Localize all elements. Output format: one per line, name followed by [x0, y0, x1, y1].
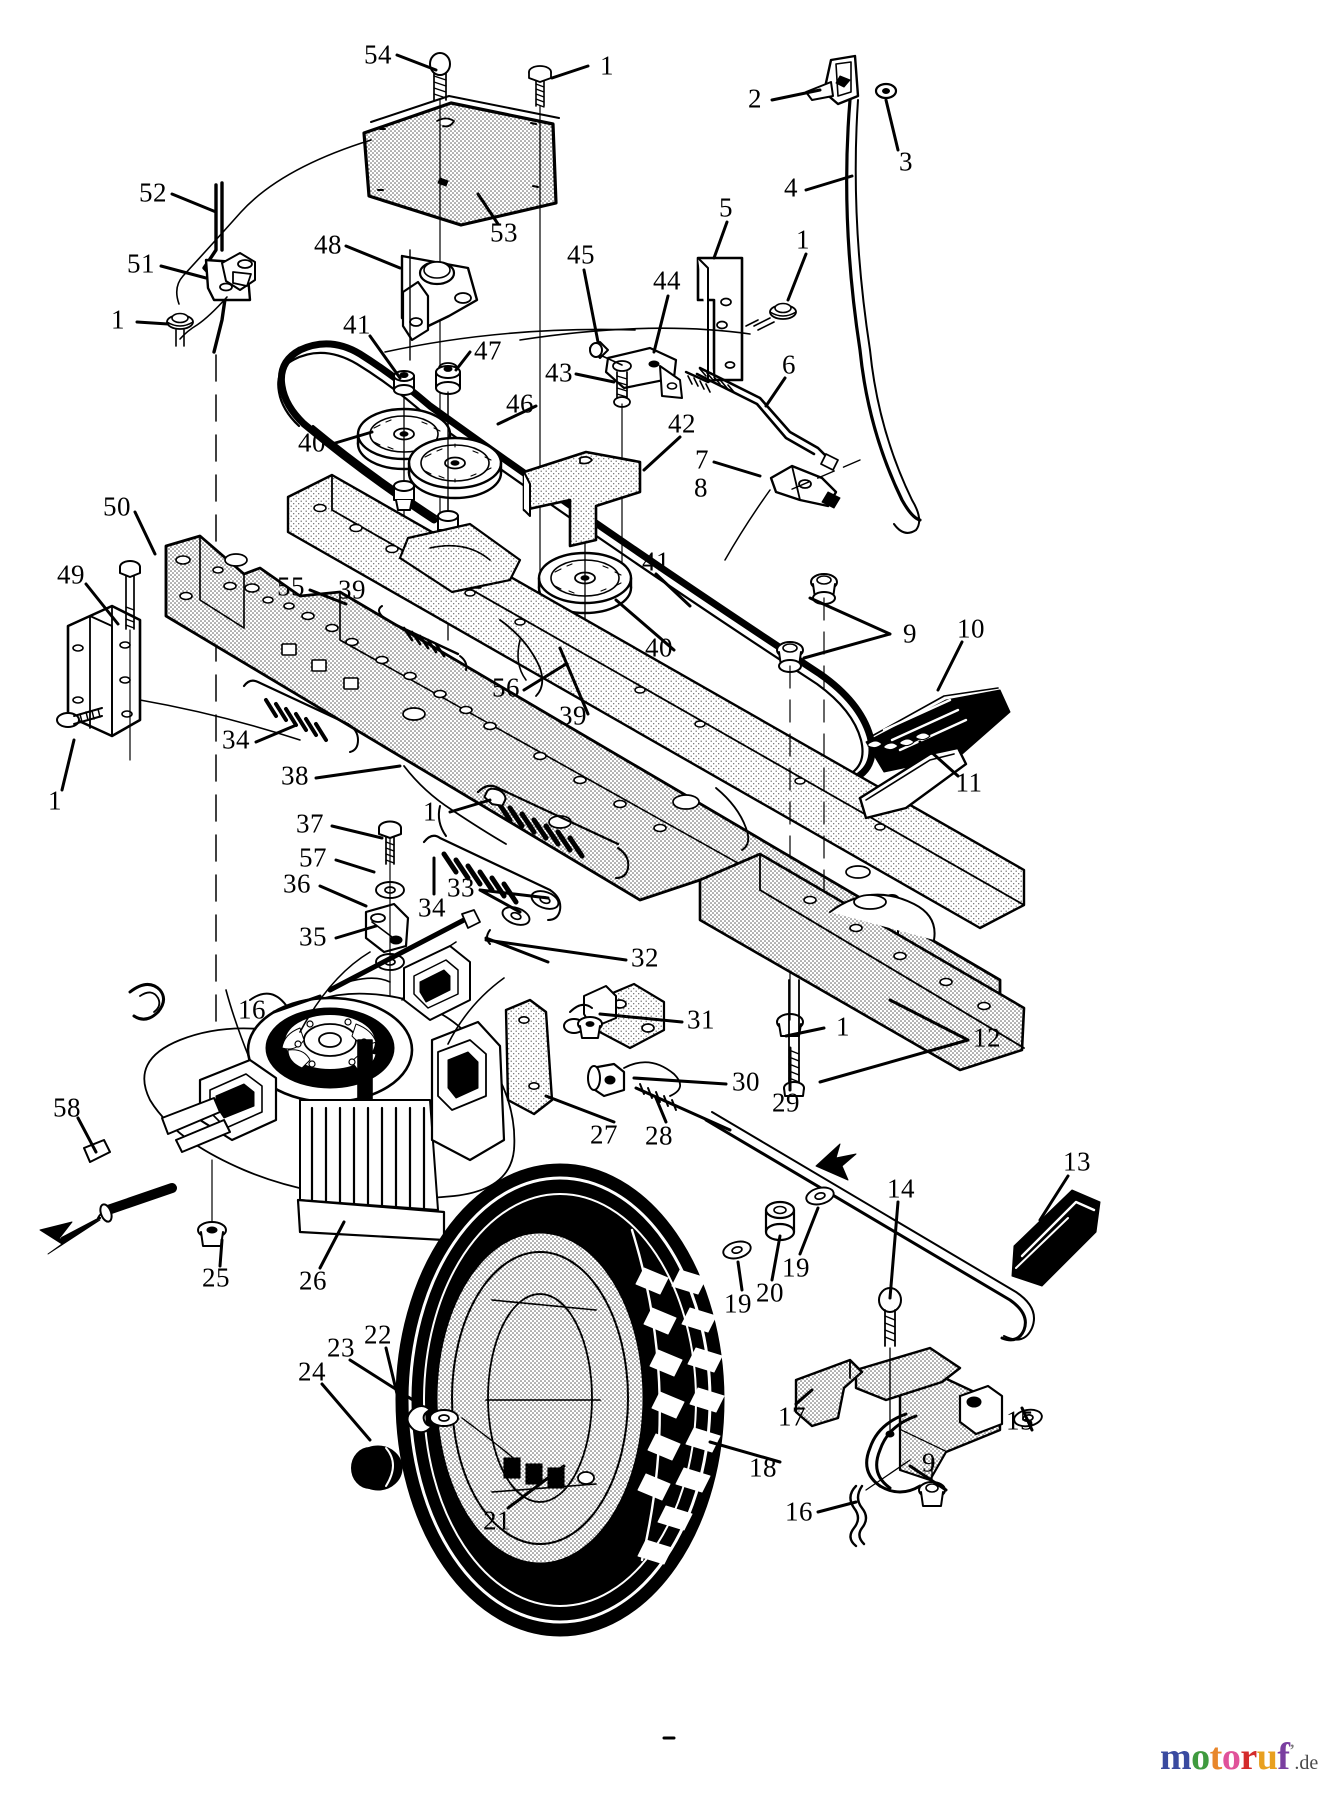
callout-40: 40	[645, 632, 673, 663]
callout-1: 1	[48, 785, 62, 816]
callout-30: 30	[732, 1066, 760, 1097]
watermark-suffix: .de	[1294, 1752, 1319, 1774]
callout-7: 7	[695, 444, 709, 475]
callout-8: 8	[694, 472, 708, 503]
callout-31: 31	[687, 1004, 715, 1035]
callout-18: 18	[749, 1452, 777, 1483]
callout-28: 28	[645, 1120, 673, 1151]
callout-27: 27	[590, 1119, 618, 1150]
callout-41: 41	[642, 546, 670, 577]
watermark-letter-o-3: o	[1221, 1736, 1241, 1778]
callout-12: 12	[973, 1022, 1001, 1053]
callout-19: 19	[724, 1288, 752, 1319]
callout-43: 43	[545, 357, 573, 388]
watermark-letter-u-5: u	[1256, 1736, 1278, 1778]
callout-24: 24	[298, 1356, 326, 1387]
callout-14: 14	[887, 1173, 915, 1204]
callout-57: 57	[299, 842, 327, 873]
watermark-tick: ’	[1289, 1742, 1295, 1760]
callout-37: 37	[296, 808, 324, 839]
callout-39: 39	[338, 574, 366, 605]
callout-58: 58	[53, 1092, 81, 1123]
callout-15: 15	[1006, 1405, 1034, 1436]
callout-45: 45	[567, 239, 595, 270]
callout-19: 19	[782, 1252, 810, 1283]
callout-29: 29	[772, 1087, 800, 1118]
watermark-letter-f-6: f	[1277, 1736, 1290, 1778]
callout-34: 34	[418, 892, 446, 923]
callout-54: 54	[364, 39, 392, 70]
callout-32: 32	[631, 942, 659, 973]
watermark-letter-o-1: o	[1191, 1736, 1210, 1778]
callout-9: 9	[922, 1447, 936, 1478]
callout-20: 20	[756, 1277, 784, 1308]
callout-5: 5	[719, 192, 733, 223]
callout-38: 38	[281, 760, 309, 791]
callout-41: 41	[343, 309, 371, 340]
callout-39: 39	[559, 700, 587, 731]
callout-34: 34	[222, 724, 250, 755]
callout-53: 53	[490, 217, 518, 248]
callout-56: 56	[492, 672, 520, 703]
callout-1: 1	[111, 304, 125, 335]
callout-16: 16	[785, 1496, 813, 1527]
callout-10: 10	[957, 613, 985, 644]
callout-21: 21	[483, 1505, 511, 1536]
callout-11: 11	[955, 767, 983, 798]
callout-22: 22	[364, 1319, 392, 1350]
callout-1: 1	[600, 50, 614, 81]
callout-2: 2	[748, 83, 762, 114]
callout-13: 13	[1063, 1146, 1091, 1177]
callout-47: 47	[474, 335, 502, 366]
callout-33: 33	[447, 872, 475, 903]
callout-42: 42	[668, 408, 696, 439]
callout-36: 36	[283, 868, 311, 899]
callout-26: 26	[299, 1265, 327, 1296]
callout-44: 44	[653, 265, 681, 296]
callout-48: 48	[314, 229, 342, 260]
watermark-letter-t-2: t	[1209, 1736, 1223, 1778]
callout-25: 25	[202, 1262, 230, 1293]
callout-9: 9	[903, 618, 917, 649]
callout-46: 46	[506, 388, 534, 419]
callout-50: 50	[103, 491, 131, 522]
callout-40: 40	[298, 427, 326, 458]
callout-35: 35	[299, 921, 327, 952]
callout-16: 16	[238, 994, 266, 1025]
callout-1: 1	[423, 796, 437, 827]
callout-17: 17	[778, 1401, 806, 1432]
callout-1: 1	[836, 1011, 850, 1042]
watermark-letter-m-0: m	[1160, 1736, 1192, 1778]
motoruf-watermark: motoruf’.de	[1160, 1735, 1318, 1779]
callout-49: 49	[57, 559, 85, 590]
callout-6: 6	[782, 349, 796, 380]
watermark-letter-r-4: r	[1240, 1736, 1257, 1778]
callout-1: 1	[796, 224, 810, 255]
callout-3: 3	[899, 146, 913, 177]
callout-51: 51	[127, 248, 155, 279]
callout-4: 4	[784, 172, 798, 203]
callout-23: 23	[327, 1332, 355, 1363]
callout-55: 55	[277, 571, 305, 602]
callout-52: 52	[139, 177, 167, 208]
